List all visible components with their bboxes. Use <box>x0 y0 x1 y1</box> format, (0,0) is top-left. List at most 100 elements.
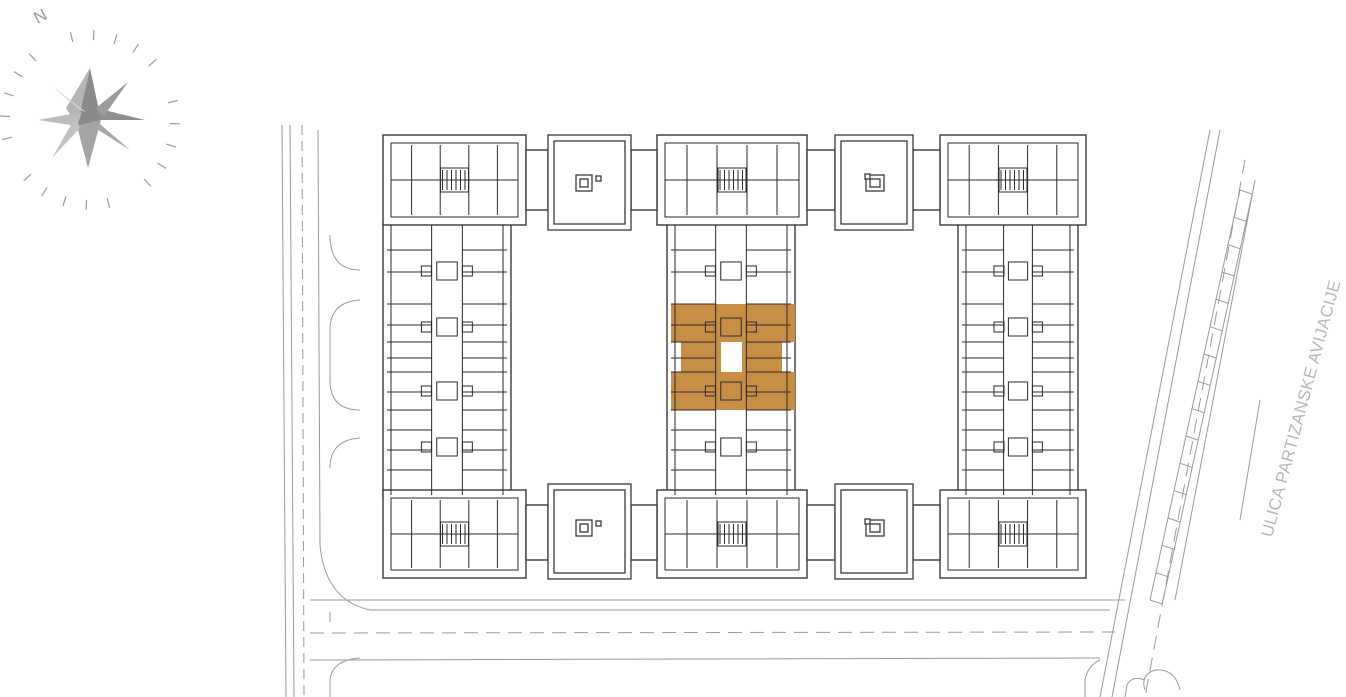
compass-tick <box>106 197 111 208</box>
roads <box>281 124 1261 697</box>
parking-stall-line <box>1149 599 1163 605</box>
stair-core <box>717 521 747 547</box>
parking-stall-line <box>1239 189 1253 195</box>
stair-core <box>717 167 747 193</box>
bath <box>704 321 716 333</box>
site-edge-curves <box>329 234 361 469</box>
bath <box>993 441 1005 453</box>
bath <box>420 385 432 397</box>
bath <box>1031 385 1043 397</box>
building-outline <box>382 134 1087 579</box>
compass-west-arrow <box>38 112 82 126</box>
bath <box>420 321 432 333</box>
compass-tick <box>23 173 32 182</box>
stair-core <box>998 167 1028 193</box>
compass-tick <box>62 196 67 207</box>
block-inner-wall <box>947 497 1079 571</box>
bath <box>993 385 1005 397</box>
core <box>720 261 742 281</box>
parking-stall-line <box>1209 326 1223 332</box>
compass-north-label: N <box>30 5 50 28</box>
parking-stall-line <box>1167 517 1181 523</box>
parking-stalls <box>1149 189 1253 605</box>
core <box>1007 381 1029 401</box>
compass-north-arrow-light <box>66 68 90 126</box>
block-inner-wall <box>664 142 800 218</box>
stair-core <box>440 167 469 193</box>
bath <box>461 321 473 333</box>
stair-core <box>998 521 1028 547</box>
parking-stall-line <box>1173 490 1187 496</box>
compass-tick <box>69 32 74 43</box>
compass-tick <box>2 136 13 141</box>
compass-tick <box>28 53 37 62</box>
bath <box>745 441 757 453</box>
compass-tick <box>113 33 118 44</box>
bath <box>461 265 473 277</box>
unit-center-lower <box>671 372 795 410</box>
compass-ticks <box>0 30 180 210</box>
core <box>720 381 742 401</box>
bath <box>420 265 432 277</box>
bath <box>1031 321 1043 333</box>
core <box>1007 261 1029 281</box>
compass-tick <box>166 143 177 148</box>
parking-stall-line <box>1215 298 1229 304</box>
stair-core <box>440 521 469 547</box>
unit-center-mid-left <box>681 342 721 372</box>
core <box>436 381 458 401</box>
parking-stall-line <box>1191 408 1205 414</box>
compass-diag-nw <box>52 86 86 112</box>
compass-tick <box>41 187 48 197</box>
bath <box>745 321 757 333</box>
bath <box>745 265 757 277</box>
compass-tick <box>148 58 157 67</box>
interior-walls <box>387 142 1079 571</box>
core <box>436 437 458 457</box>
courtyard-bottom-right <box>834 483 914 580</box>
compass-diag-se <box>92 124 130 150</box>
compass-north-arrow-dark <box>77 68 101 126</box>
parking-stall-line <box>1203 353 1217 359</box>
core <box>436 261 458 281</box>
compass-tick <box>13 71 23 78</box>
bath <box>704 385 716 397</box>
bath <box>420 441 432 453</box>
core <box>720 437 742 457</box>
courtyard-bottom-left <box>547 483 632 580</box>
block-inner-wall <box>947 142 1079 218</box>
bath <box>461 441 473 453</box>
compass-diag-sw <box>52 116 80 158</box>
street-name-label: ULICA PARTIZANSKE AVIJACIJE <box>1258 278 1345 539</box>
bath <box>704 265 716 277</box>
bath <box>1031 265 1043 277</box>
compass-diag-ne <box>96 82 128 116</box>
parking-stall-line <box>1197 380 1211 386</box>
bath <box>993 321 1005 333</box>
parking-stall-line <box>1221 271 1235 277</box>
compass-tick <box>157 162 167 169</box>
pavilions <box>547 134 914 580</box>
compass-tick <box>132 43 139 53</box>
compass-tick <box>3 92 14 97</box>
parking-stall-line <box>1185 435 1199 441</box>
right-wing <box>957 221 1079 498</box>
parking-stall-line <box>1155 572 1169 578</box>
left-wing <box>382 221 512 498</box>
bath <box>704 441 716 453</box>
parking-stall-line <box>1227 244 1241 250</box>
bath <box>1031 441 1043 453</box>
core <box>720 317 742 337</box>
compass-rose-icon: N <box>0 5 180 210</box>
compass-east-arrow <box>96 108 145 120</box>
compass-south-arrow <box>77 120 101 168</box>
courtyard-top-right <box>834 134 914 231</box>
core <box>1007 317 1029 337</box>
bath <box>993 265 1005 277</box>
block-inner-wall <box>664 497 800 571</box>
parking-stall-line <box>1179 462 1193 468</box>
bath <box>461 385 473 397</box>
core <box>1007 437 1029 457</box>
block-inner-wall <box>390 497 519 571</box>
